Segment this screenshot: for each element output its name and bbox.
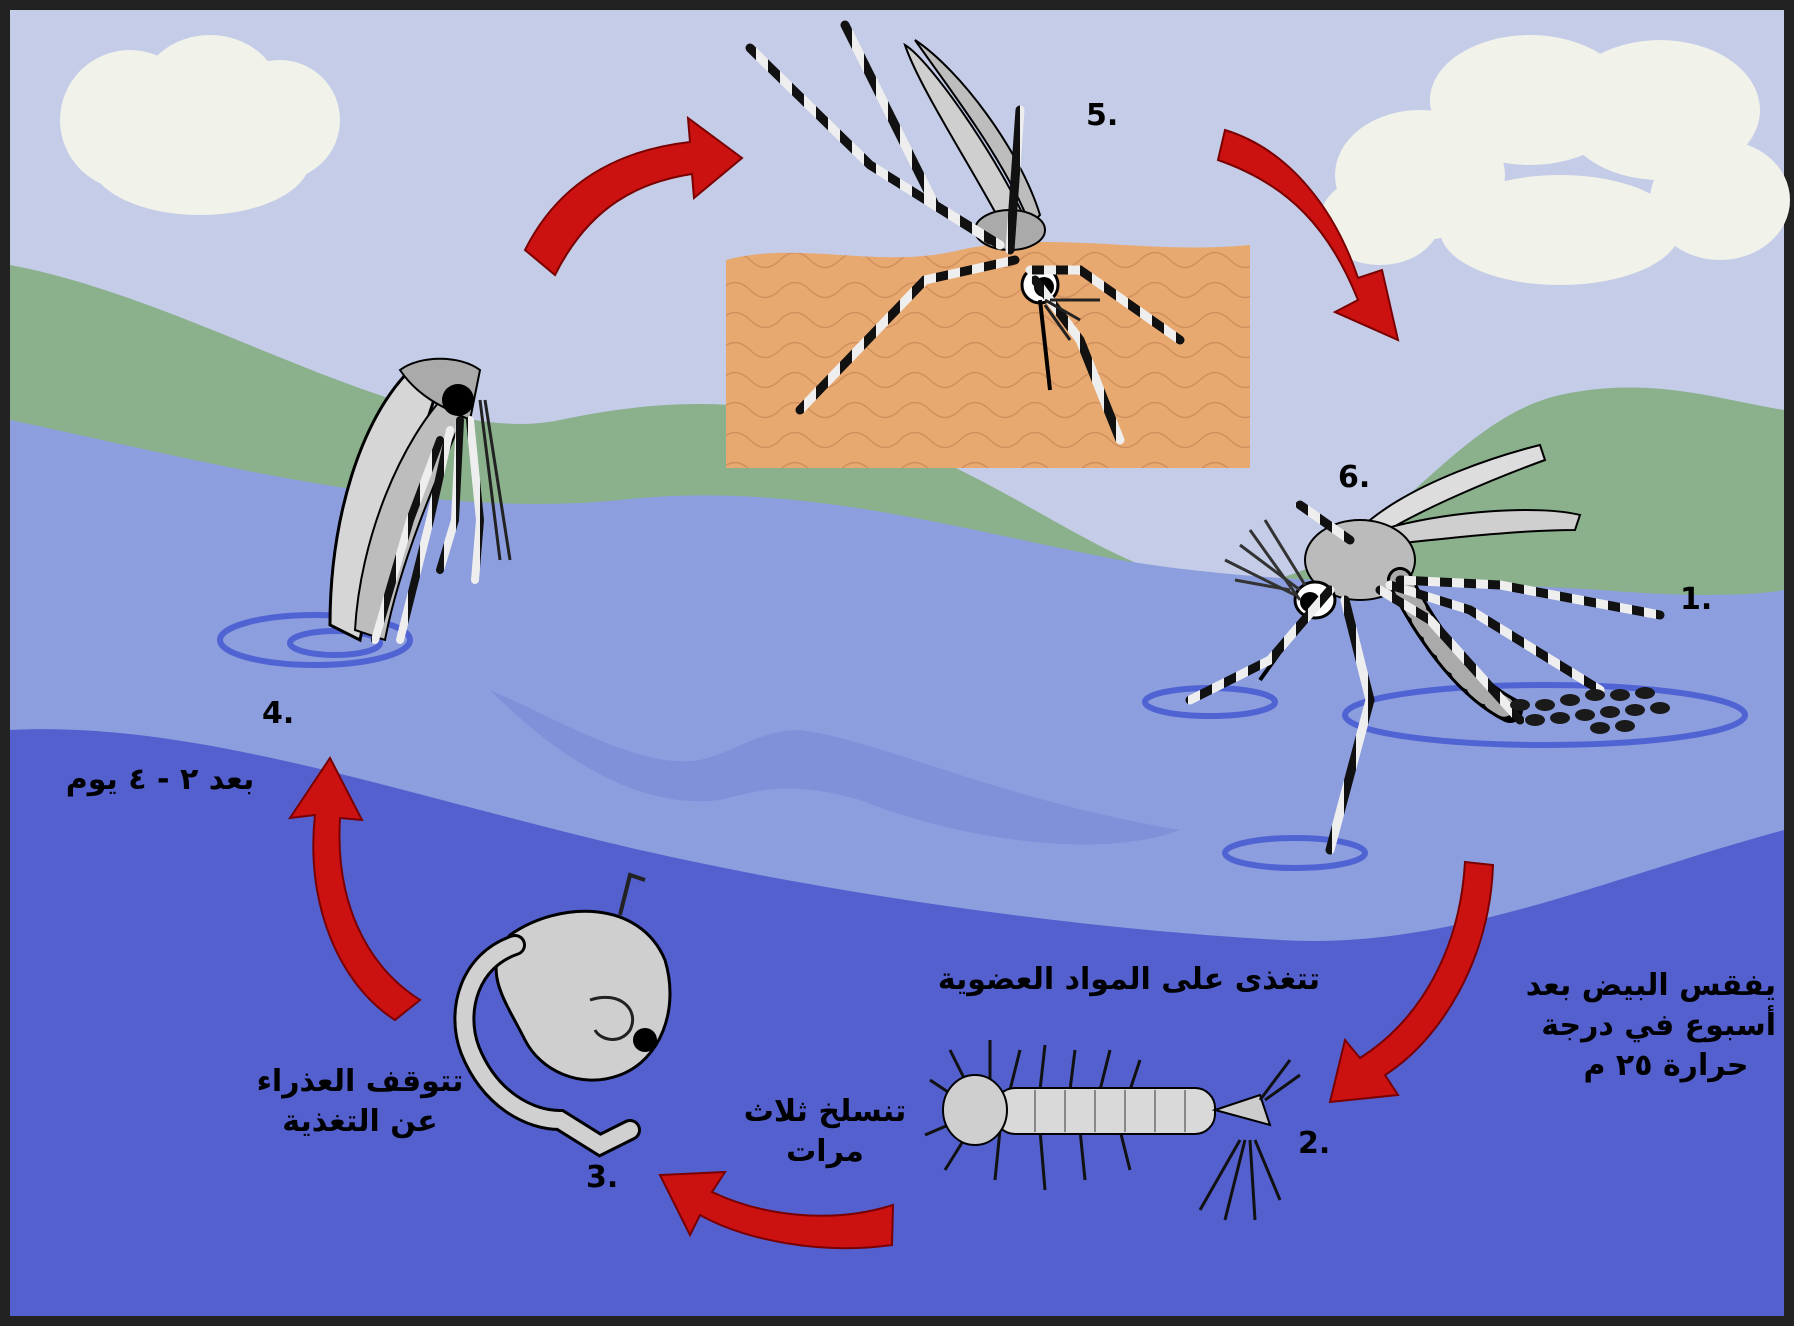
stage-label-4: 4. [262, 696, 294, 731]
skin-patch [726, 242, 1250, 468]
larva-feed-note: تتغذى على المواد العضوية [940, 960, 1320, 1000]
molt-line: تنسلخ ثلاث [740, 1092, 910, 1132]
egg-hatch-line: حرارة ٢٥ م [1556, 1046, 1776, 1086]
egg-hatch-line: أسبوع في درجة [1556, 1006, 1776, 1046]
pupa-line: عن التغذية [250, 1102, 470, 1142]
stage-label-3: 3. [586, 1160, 618, 1195]
egg-hatch-line: يفقس البيض بعد [1556, 966, 1776, 1006]
stage-label-1: 1. [1680, 582, 1712, 617]
pupa-line: تتوقف العذراء [250, 1062, 470, 1102]
egg-hatch-note: يفقس البيض بعد أسبوع في درجة حرارة ٢٥ م [1556, 966, 1776, 1086]
stage-label-5: 5. [1086, 98, 1118, 133]
stage-label-6: 6. [1338, 460, 1370, 495]
after-days-note: بعد ٢ - ٤ يوم [60, 760, 260, 800]
stage-label-2: 2. [1298, 1126, 1330, 1161]
molt-line: مرات [740, 1132, 910, 1172]
pupa-note: تتوقف العذراء عن التغذية [250, 1062, 470, 1142]
molt-note: تنسلخ ثلاث مرات [740, 1092, 910, 1172]
